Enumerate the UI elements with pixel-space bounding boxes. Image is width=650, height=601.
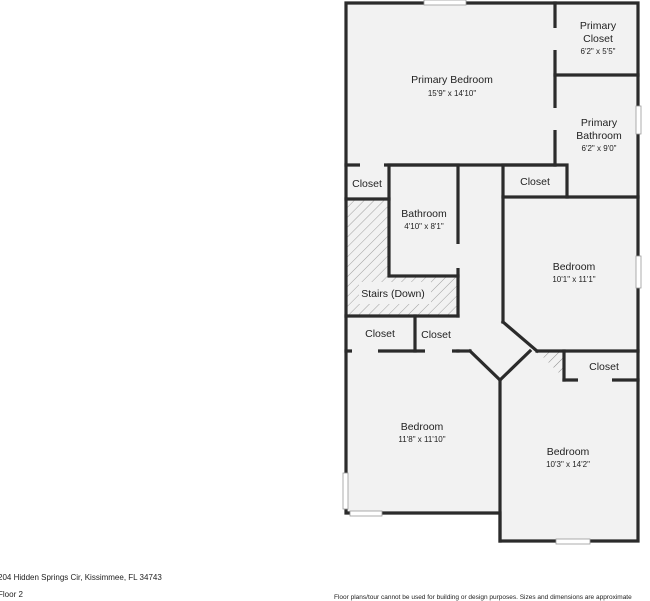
bedroom-se-dims: 10'3" x 14'2" bbox=[546, 460, 590, 469]
bedroom-east-dims: 10'1" x 11'1" bbox=[552, 275, 595, 284]
bedroom-east-name: Bedroom bbox=[553, 261, 596, 273]
primary-closet-name-2: Closet bbox=[583, 33, 613, 45]
closet-hatch bbox=[537, 351, 564, 378]
window-east-primary bbox=[635, 105, 642, 135]
disclaimer-text: Floor plans/tour cannot be used for buil… bbox=[334, 594, 632, 601]
floor-text: Floor 2 bbox=[0, 590, 23, 599]
window-west-bedroom bbox=[342, 472, 349, 510]
bathroom-dims: 4'10" x 8'1" bbox=[404, 222, 444, 231]
walls bbox=[344, 1, 640, 543]
window-top bbox=[423, 0, 467, 6]
room-labels: Primary Bedroom 15'9" x 14'10" Primary C… bbox=[352, 20, 622, 469]
primary-bedroom-dims: 15'9" x 14'10" bbox=[428, 89, 476, 98]
closet-center-name: Closet bbox=[520, 176, 550, 188]
primary-bathroom-name-2: Bathroom bbox=[576, 130, 622, 142]
primary-bathroom-name-1: Primary bbox=[581, 117, 618, 129]
bedroom-sw-name: Bedroom bbox=[401, 421, 444, 433]
primary-bedroom-name: Primary Bedroom bbox=[411, 74, 493, 86]
closet-left-name: Closet bbox=[352, 178, 382, 190]
closet-lower-mid-name: Closet bbox=[421, 329, 451, 341]
closet-lower-right-name: Closet bbox=[589, 361, 619, 373]
bathroom-name: Bathroom bbox=[401, 208, 447, 220]
door-openings bbox=[352, 28, 612, 382]
windows bbox=[342, 0, 642, 545]
window-south-bedroom-sw bbox=[349, 510, 383, 517]
stairs-name: Stairs (Down) bbox=[361, 288, 425, 300]
primary-bathroom-dims: 6'2" x 9'0" bbox=[582, 144, 617, 153]
closet-lower-left-name: Closet bbox=[365, 328, 395, 340]
primary-closet-dims: 6'2" x 5'5" bbox=[581, 47, 616, 56]
primary-closet-name-1: Primary bbox=[580, 20, 617, 32]
bedroom-se-name: Bedroom bbox=[547, 446, 590, 458]
window-east-bedroom bbox=[635, 255, 642, 289]
floor-area bbox=[346, 3, 638, 541]
address-text: 204 Hidden Springs Cir, Kissimmee, FL 34… bbox=[0, 573, 162, 582]
stairs-label-bg bbox=[359, 282, 431, 304]
window-south-bedroom-se bbox=[555, 538, 591, 545]
bedroom-sw-dims: 11'8" x 11'10" bbox=[398, 435, 445, 444]
